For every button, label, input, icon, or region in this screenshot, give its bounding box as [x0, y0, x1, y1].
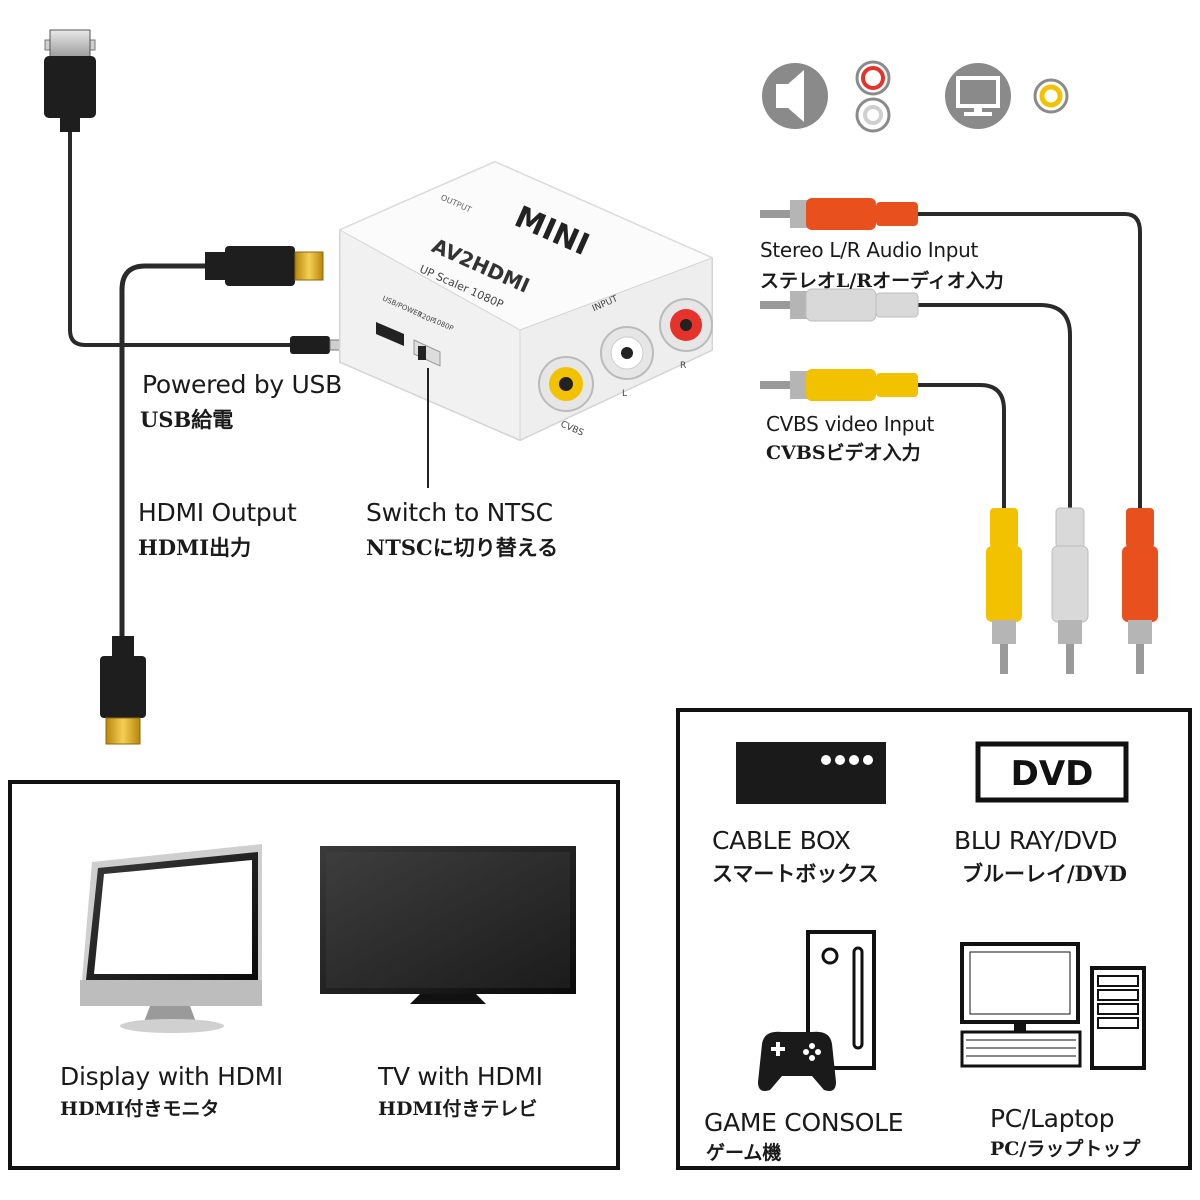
speaker-icon	[762, 63, 828, 129]
yellow-rca-plug-vertical	[986, 508, 1022, 674]
monitor-icon	[80, 844, 262, 1033]
red-rca-plug-vertical	[1122, 508, 1158, 674]
hdmi-cable	[100, 246, 324, 745]
tv-icon	[320, 846, 576, 1004]
audio-l-port	[600, 326, 654, 380]
usb-label: Powered by USB	[142, 370, 342, 399]
usb-cable	[44, 29, 353, 354]
dvd-icon: DVD	[975, 741, 1129, 803]
usb-port	[376, 322, 404, 346]
game-console-label-jp: ゲーム機	[706, 1142, 782, 1164]
l-port-label: L	[622, 389, 627, 399]
rca-cables	[760, 198, 1158, 674]
hdmi-output-label-jp: HDMI出力	[138, 535, 252, 560]
tv-output-label: TV with HDMI	[378, 1062, 543, 1091]
monitor-output-label-jp: HDMI付きモニタ	[60, 1098, 220, 1120]
white-rca-plug	[760, 288, 919, 322]
tv-output-label-jp: HDMI付きテレビ	[378, 1098, 538, 1120]
audio-input-label: Stereo L/R Audio Input	[760, 238, 979, 262]
audio-jack-icons	[855, 60, 891, 133]
bluray-label: BLU RAY/DVD	[954, 826, 1118, 855]
hdmi-output-label: HDMI Output	[138, 498, 297, 527]
ntsc-switch-label-jp: NTSCに切り替える	[366, 535, 559, 560]
audio-r-port	[659, 298, 713, 352]
cable-box-label-jp: スマートボックス	[712, 861, 879, 886]
yellow-rca-plug	[760, 369, 918, 401]
pc-label-jp: PC/ラップトップ	[990, 1138, 1141, 1160]
monitor-output-label: Display with HDMI	[60, 1062, 283, 1091]
r-port-label: R	[680, 361, 686, 371]
white-rca-plug-vertical	[1051, 507, 1089, 674]
pc-label: PC/Laptop	[990, 1104, 1115, 1133]
game-console-icon	[758, 930, 876, 1091]
yellow-jack-icon	[1033, 78, 1069, 114]
usb-label-jp: USB給電	[140, 407, 234, 432]
monitor-small-icon	[945, 63, 1011, 129]
video-input-label: CVBS video Input	[766, 412, 935, 436]
cable-box-label: CABLE BOX	[712, 826, 851, 855]
dvd-icon-text: DVD	[1011, 754, 1094, 794]
game-console-label: GAME CONSOLE	[704, 1108, 904, 1137]
video-input-label-jp: CVBSビデオ入力	[766, 442, 921, 464]
red-rca-plug	[760, 198, 918, 230]
converter-box: MINI AV2HDMI UP Scaler 1080P OUTPUT INPU…	[338, 160, 714, 488]
pc-icon	[960, 942, 1146, 1070]
cable-box-icon	[736, 742, 886, 804]
audio-input-label-jp: ステレオL/Rオーディオ入力	[760, 270, 1004, 292]
bluray-label-jp: ブルーレイ/DVD	[962, 861, 1128, 886]
white-jack-icon	[855, 97, 891, 133]
ntsc-switch-label: Switch to NTSC	[366, 498, 553, 527]
cvbs-port	[538, 356, 594, 412]
cvbs-port-label: CVBS	[559, 420, 585, 439]
